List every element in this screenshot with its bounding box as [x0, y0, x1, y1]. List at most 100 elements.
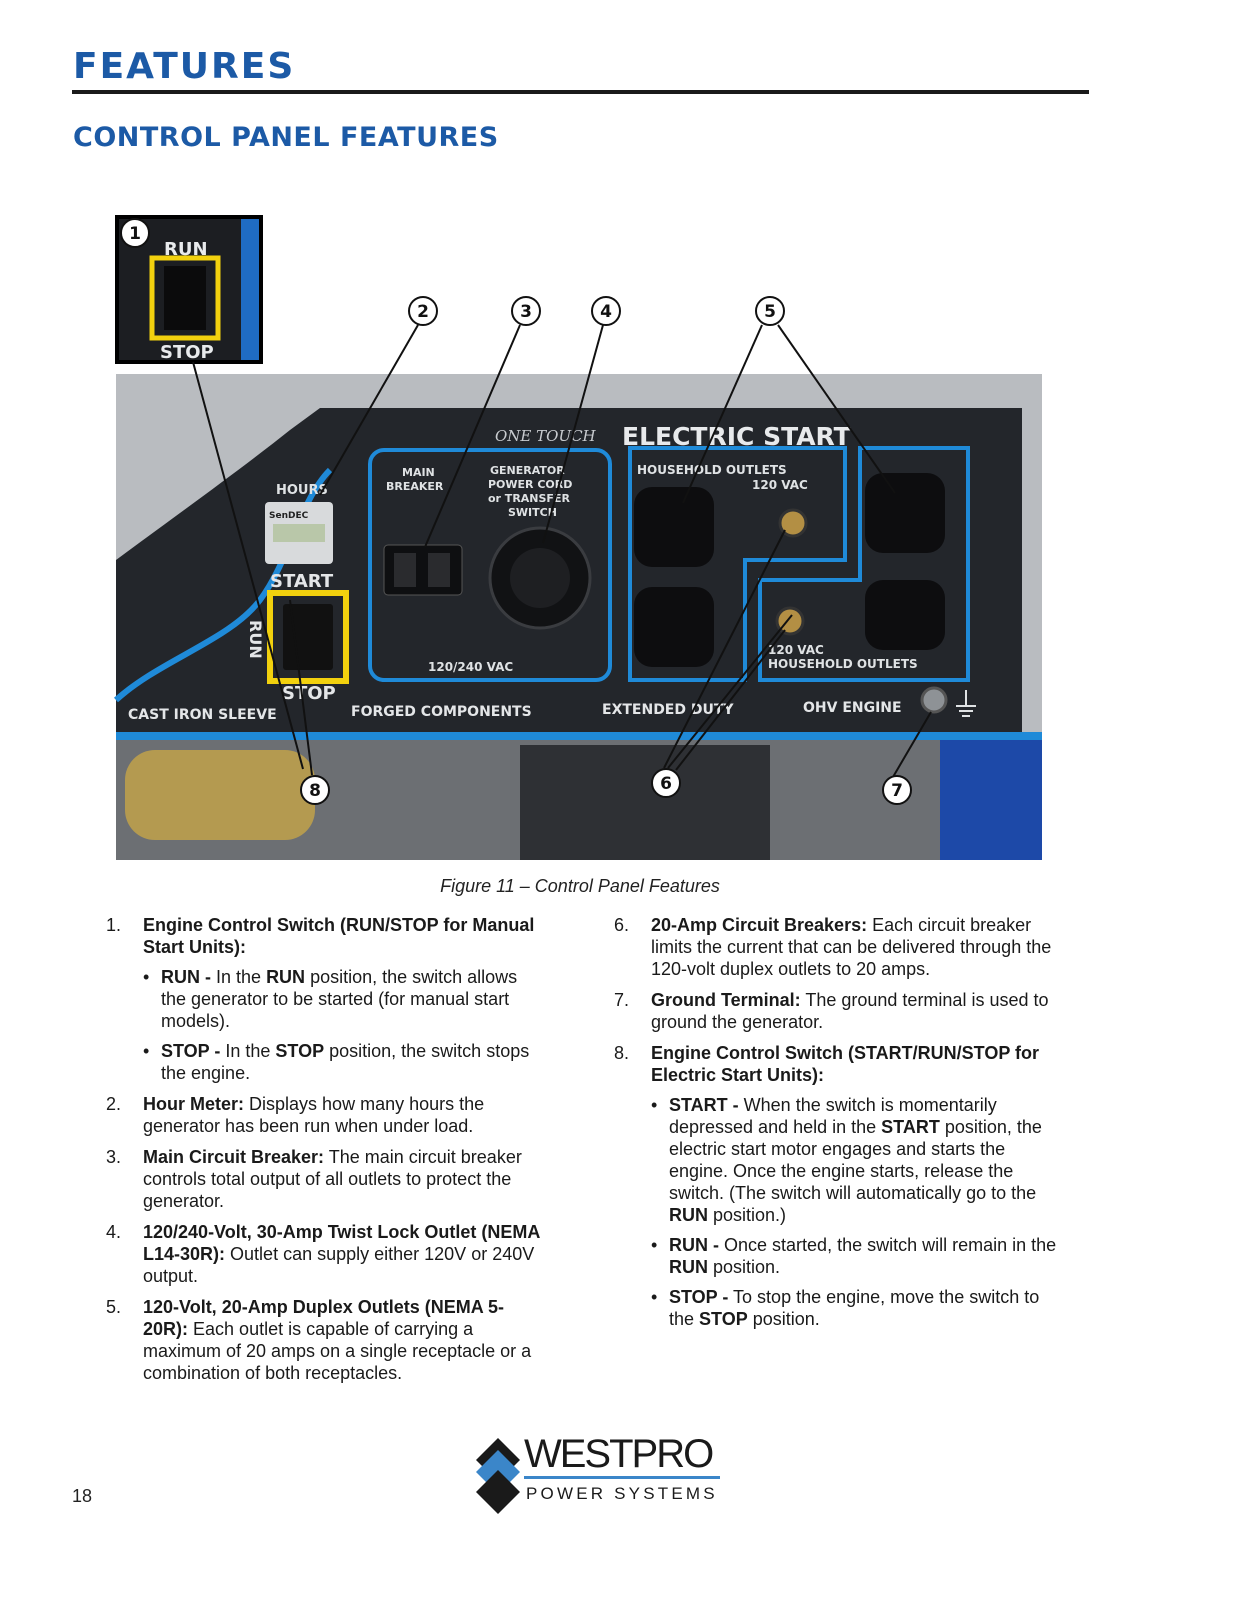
strip-extended: EXTENDED DUTY: [602, 702, 734, 718]
duplex-outlet-1: [634, 487, 714, 567]
bullet-text: position.: [747, 1309, 820, 1329]
bullet-bold: RUN: [266, 967, 306, 987]
bullet-dot: •: [651, 1287, 658, 1307]
circuit-breaker-button-1: [778, 508, 808, 538]
main-breaker-toggle-right: [428, 553, 450, 587]
household-top-label: HOUSEHOLD OUTLETS: [637, 463, 787, 477]
item-title: 120/240-Volt, 30-Amp Twist Lock Outlet (…: [143, 1222, 540, 1264]
page-number: 18: [72, 1486, 93, 1506]
generator-label: GENERATOR: [490, 464, 565, 477]
bullet-bold: RUN: [669, 1205, 708, 1225]
bullet-dot: •: [143, 1041, 150, 1061]
feature-item-2: 2. Hour Meter: Displays how many hours t…: [106, 1093, 546, 1137]
inset-blue-edge: [241, 219, 259, 360]
title-rule: [72, 90, 1089, 94]
logo-wordmark: WESTPRO: [524, 1432, 714, 1476]
callout-6-circle: [651, 768, 681, 798]
duplex-outlet-2: [634, 587, 714, 667]
callout-7: 7: [891, 781, 903, 801]
bullet-run: • RUN - Once started, the switch will re…: [651, 1234, 1064, 1278]
inset-switch-rocker: [164, 266, 206, 330]
bullet-start: • START - When the switch is momentarily…: [651, 1094, 1064, 1226]
outlet-section-outline-top: [628, 446, 847, 682]
leader-lines: [192, 324, 932, 778]
run-side-label: RUN: [246, 620, 265, 659]
bullet-run: • RUN - In the RUN position, the switch …: [143, 966, 546, 1032]
feature-item-7: 7. Ground Terminal: The ground terminal …: [614, 989, 1064, 1033]
callout-8: 8: [309, 781, 321, 801]
callout-5: 5: [764, 302, 776, 322]
feature-item-6: 6. 20-Amp Circuit Breakers: Each circuit…: [614, 914, 1064, 980]
logo-underline: [524, 1476, 720, 1479]
power-cord-label: POWER CORD: [488, 478, 572, 491]
duplex-outlet-4: [865, 580, 945, 650]
bullet-text: position, the switch stops the engine.: [161, 1041, 530, 1083]
page-title: FEATURES: [73, 46, 296, 87]
item-number: 1.: [106, 915, 122, 935]
item-title: 20-Amp Circuit Breakers:: [651, 915, 868, 935]
vac-240-label: 120/240 VAC: [428, 660, 513, 674]
left-feature-list: 1. Engine Control Switch (RUN/STOP for M…: [106, 914, 546, 1393]
hours-label: HOURS: [276, 483, 328, 498]
callout-8-circle: [300, 775, 330, 805]
outlet-section-outline-right: [758, 446, 970, 682]
bullet-term: STOP -: [161, 1041, 221, 1061]
engine-part: [520, 745, 770, 860]
strip-forged: FORGED COMPONENTS: [351, 704, 532, 720]
inset-stop-label: STOP: [160, 342, 214, 363]
hour-meter-brand: SenDEC: [269, 511, 309, 521]
bullet-term: START -: [669, 1095, 739, 1115]
item-title: 120-Volt, 20-Amp Duplex Outlets (NEMA 5-…: [143, 1297, 505, 1339]
control-panel-figure: ONE TOUCH ELECTRIC START HOURS SenDEC ST…: [113, 215, 1042, 860]
feature-item-8: 8. Engine Control Switch (START/RUN/STOP…: [614, 1042, 1064, 1330]
item-text: Displays how many hours the generator ha…: [143, 1094, 485, 1136]
circuit-breaker-button-2: [775, 606, 805, 636]
item-title: Engine Control Switch (RUN/STOP for Manu…: [143, 915, 535, 957]
item-number: 7.: [614, 990, 630, 1010]
item-number: 4.: [106, 1222, 122, 1242]
item-title: Engine Control Switch (START/RUN/STOP fo…: [651, 1043, 1040, 1085]
callout-1-circle: [120, 218, 150, 248]
transfer-label: or TRANSFER: [488, 492, 570, 505]
panel-trim: [116, 732, 1042, 740]
figure-caption: Figure 11 – Control Panel Features: [440, 876, 720, 896]
electric-start-label: ELECTRIC START: [622, 422, 851, 451]
feature-item-5: 5. 120-Volt, 20-Amp Duplex Outlets (NEMA…: [106, 1296, 546, 1384]
bullet-text: To stop the engine, move the switch to t…: [669, 1287, 1040, 1329]
stop-label: STOP: [282, 683, 336, 704]
bullet-bold: STOP: [699, 1309, 748, 1329]
item-number: 6.: [614, 915, 630, 935]
switch-label: SWITCH: [508, 506, 557, 519]
bullet-dot: •: [143, 967, 150, 987]
start-switch-rocker: [283, 604, 333, 670]
item-text: The ground terminal is used to ground th…: [651, 990, 1049, 1032]
feature-item-1: 1. Engine Control Switch (RUN/STOP for M…: [106, 914, 546, 1084]
strip-cast-iron: CAST IRON SLEEVE: [128, 707, 277, 723]
callout-2-circle: [408, 296, 438, 326]
bullet-bold: START: [881, 1117, 940, 1137]
bullet-text: position, the switch allows the generato…: [161, 967, 518, 1031]
main-breaker-toggle-left: [394, 553, 416, 587]
one-touch-label: ONE TOUCH: [495, 427, 597, 445]
callout-2: 2: [417, 302, 429, 322]
callout-4-circle: [591, 296, 621, 326]
bullet-term: STOP -: [669, 1287, 729, 1307]
bullet-text: position.): [708, 1205, 787, 1225]
item-number: 8.: [614, 1043, 630, 1063]
item-title: Ground Terminal:: [651, 990, 801, 1010]
item-number: 5.: [106, 1297, 122, 1317]
item-title: Main Circuit Breaker:: [143, 1147, 325, 1167]
bullet-stop: • STOP - In the STOP position, the switc…: [143, 1040, 546, 1084]
westpro-logo: WESTPRO POWER SYSTEMS: [472, 1432, 732, 1522]
bullet-text: Once started, the switch will remain in …: [724, 1235, 1057, 1255]
item-text: The main circuit breaker controls total …: [143, 1147, 522, 1211]
ground-symbol-icon: [956, 690, 976, 717]
callout-3: 3: [520, 302, 532, 322]
item-text: Each outlet is capable of carrying a max…: [143, 1319, 532, 1383]
feature-item-4: 4. 120/240-Volt, 30-Amp Twist Lock Outle…: [106, 1221, 546, 1287]
callout-5-circle: [755, 296, 785, 326]
bullet-dot: •: [651, 1235, 658, 1255]
engine-cylinder: [125, 750, 315, 840]
main-label: MAIN: [402, 466, 435, 479]
hour-meter-display: [273, 524, 325, 542]
